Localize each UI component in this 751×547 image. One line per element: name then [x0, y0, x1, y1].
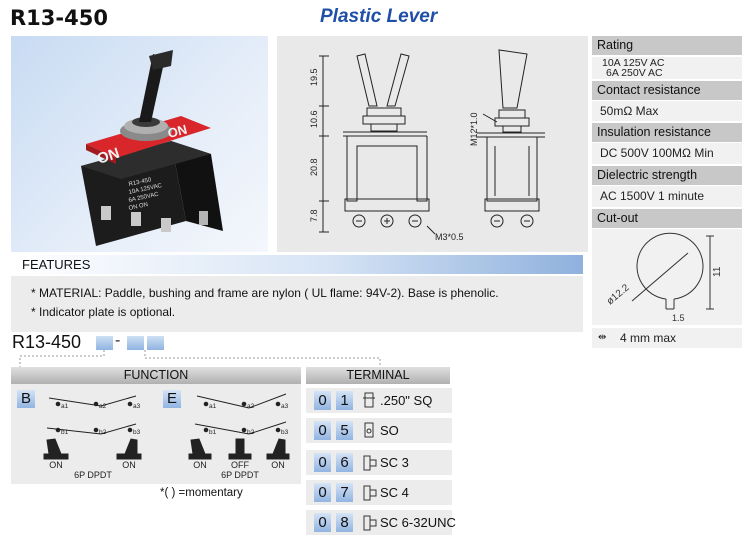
cutout-drawing: ø12.2 11 1.5 [592, 229, 742, 325]
model-title: R13-450 [10, 6, 108, 30]
terminal-row-08: 0 8 SC 6-32UNC [306, 510, 456, 535]
b-terminal-a1: a1 [61, 403, 69, 410]
order-code-separator: - [115, 332, 121, 349]
e-terminal-a1: a1 [209, 403, 217, 410]
terminal-digit: 7 [336, 483, 353, 502]
rating-value-line1: 10A 125V AC [602, 57, 665, 69]
terminal-digit: 0 [314, 513, 331, 532]
b-position-right: ON [122, 460, 136, 470]
photo-plate-label-left: ON [95, 145, 122, 168]
product-photo: R13-450 10A 125VAC 6A 250VAC ON ON ON ON [11, 36, 268, 252]
cutout-diameter-label: ø12.2 [605, 282, 632, 307]
spec-panel: Rating 10A 125V AC 6A 250V AC Contact re… [592, 36, 742, 352]
dim-frame: 20.8 [309, 158, 319, 176]
function-panel: B E [11, 384, 301, 484]
cutout-diagram: ø12.2 11 1.5 [605, 232, 723, 323]
terminal-digit: 0 [314, 421, 331, 440]
terminal-label: SC 4 [380, 485, 409, 500]
e-position-right: ON [271, 460, 285, 470]
b-terminal-b3: b3 [133, 429, 141, 436]
terminal-digit: 0 [314, 483, 331, 502]
e-position-center: OFF [231, 460, 249, 470]
terminal-label: .250" SQ [380, 393, 433, 408]
order-code-function-box [96, 336, 113, 350]
features-title: FEATURES [22, 257, 91, 272]
terminal-digit: 8 [336, 513, 353, 532]
panel-thickness-icon: ⇹ [598, 332, 607, 343]
insulation-resistance-value: DC 500V 100MΩ Min [592, 143, 742, 164]
order-code-prefix: R13-450 [12, 332, 82, 352]
terminal-digit: 5 [336, 421, 353, 440]
panel-thickness-label: 4 mm max [620, 331, 677, 345]
dim-terminal: 7.8 [309, 209, 319, 222]
dim-screw: M3*0.5 [435, 232, 464, 242]
terminal-label: SO [380, 423, 399, 438]
rating-value: 10A 125V AC 6A 250V AC [592, 57, 742, 79]
screw-terminal-icon [363, 485, 377, 501]
terminal-label: SC 6-32UNC [380, 515, 456, 530]
dielectric-strength-heading: Dielectric strength [592, 166, 742, 185]
function-circuit-diagrams: a1 a2 a3 b1 b2 b3 a1 a2 a3 b1 b2 b3 ON O… [43, 393, 290, 480]
b-terminal-a3: a3 [133, 403, 141, 410]
order-code-terminal-box-2 [147, 336, 164, 350]
features-panel: * MATERIAL: Paddle, bushing and frame ar… [11, 276, 583, 332]
terminal-digit: 1 [336, 391, 353, 410]
rating-heading: Rating [592, 36, 742, 55]
terminal-header: TERMINAL [306, 367, 450, 384]
dim-bushing: 10.6 [309, 110, 319, 128]
rating-value-line2: 6A 250V AC [606, 67, 663, 79]
feature-item-material: * MATERIAL: Paddle, bushing and frame ar… [31, 286, 499, 300]
terminal-label: SC 3 [380, 455, 409, 470]
contact-resistance-heading: Contact resistance [592, 81, 742, 100]
function-code-b: B [17, 390, 35, 408]
quick-connect-terminal-icon [363, 392, 375, 408]
insulation-resistance-heading: Insulation resistance [592, 123, 742, 142]
feature-item-indicator: * Indicator plate is optional. [31, 305, 176, 319]
dim-lever: 19.5 [309, 68, 319, 86]
toggle-switch-illustration: R13-450 10A 125VAC 6A 250VAC ON ON ON ON [81, 50, 223, 246]
panel-thickness-value: ⇹ 4 mm max [592, 328, 742, 348]
b-position-left: ON [49, 460, 63, 470]
product-subtitle: Plastic Lever [320, 6, 438, 27]
e-contact-type: 6P DPDT [221, 470, 259, 480]
terminal-row-01: 0 1 .250" SQ [306, 388, 452, 413]
b-terminal-a2: a2 [99, 403, 107, 410]
order-code-terminal-box-1 [127, 336, 144, 350]
cutout-heading: Cut-out [592, 209, 742, 228]
function-code-e: E [163, 390, 181, 408]
e-position-left: ON [193, 460, 207, 470]
technical-drawing: 19.5 10.6 20.8 7.8 M12*1.0 M3*0.5 [277, 36, 588, 252]
cutout-key-label: 1.5 [672, 313, 685, 323]
contact-resistance-value: 50mΩ Max [592, 101, 742, 121]
terminal-row-05: 0 5 SO [306, 418, 452, 443]
solder-terminal-icon [364, 422, 374, 438]
e-terminal-b1: b1 [209, 429, 217, 436]
terminal-digit: 6 [336, 453, 353, 472]
e-terminal-b2: b2 [247, 429, 255, 436]
dielectric-strength-value: AC 1500V 1 minute [592, 186, 742, 207]
function-header: FUNCTION [11, 367, 301, 384]
terminal-row-06: 0 6 SC 3 [306, 450, 452, 475]
terminal-digit: 0 [314, 391, 331, 410]
features-header-bar [11, 255, 583, 274]
photo-body-text-1: R13-450 [128, 177, 152, 188]
photo-body-text-4: ON ON [128, 202, 148, 212]
b-terminal-b1: b1 [61, 429, 69, 436]
screw-terminal-icon [363, 455, 377, 471]
dimension-drawing: 19.5 10.6 20.8 7.8 M12*1.0 M3*0.5 [309, 49, 545, 242]
screw-terminal-icon [363, 515, 377, 531]
e-terminal-a3: a3 [281, 403, 289, 410]
terminal-digit: 0 [314, 453, 331, 472]
e-terminal-a2: a2 [247, 403, 255, 410]
terminal-row-07: 0 7 SC 4 [306, 480, 452, 505]
order-code-connector-lines [19, 350, 381, 368]
e-terminal-b3: b3 [281, 429, 289, 436]
photo-plate-label-right: ON [166, 122, 189, 141]
dim-thread: M12*1.0 [469, 112, 479, 146]
momentary-note: *( ) =momentary [160, 487, 243, 499]
cutout-height-label: 11 [712, 266, 723, 277]
b-contact-type: 6P DPDT [74, 470, 112, 480]
b-terminal-b2: b2 [99, 429, 107, 436]
